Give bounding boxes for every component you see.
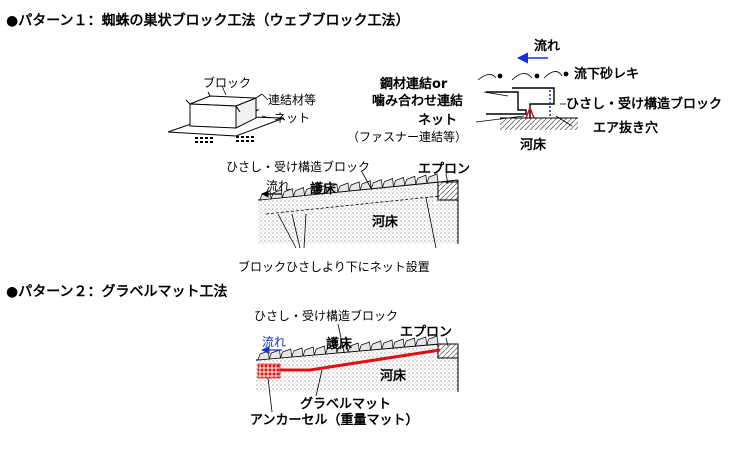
section1-flow-label: 流れ — [266, 179, 290, 193]
iso-connector-label: 連結材等 — [268, 93, 316, 107]
pattern1-block — [303, 185, 317, 196]
detail-fastener-label: （ファスナー連結等） — [347, 130, 467, 144]
iso-net-label: ネット — [274, 111, 310, 125]
section1-apron-label: エプロン — [418, 162, 470, 177]
pattern2-block — [336, 343, 349, 354]
pattern1-block — [426, 173, 439, 184]
section2-flow-label: 流れ — [262, 335, 286, 349]
pattern2-block — [392, 338, 405, 349]
pattern1-block — [415, 174, 428, 185]
pattern2-block — [324, 344, 338, 355]
pattern1-block — [370, 179, 383, 190]
pattern1-block — [315, 184, 328, 195]
pattern2-block — [414, 336, 428, 347]
pattern2-blocks — [257, 335, 439, 361]
pattern1-block — [326, 183, 339, 194]
pattern1-block — [292, 187, 305, 198]
pattern1-block — [281, 188, 294, 199]
pattern2-block — [369, 340, 383, 351]
section2-riverbed-label: 河床 — [380, 368, 407, 384]
pattern1-block — [404, 175, 417, 186]
detail-flow-label: 流れ — [534, 38, 560, 54]
section2-bed-protection-label: 護床 — [326, 336, 353, 352]
section2-anchor-label: アンカーセル（重量マット） — [250, 412, 418, 428]
detail-steel-label-1: 鋼材連結or — [379, 76, 448, 92]
pattern2-block — [403, 337, 416, 348]
section1-riverbed-label: 河床 — [372, 214, 399, 230]
iso-block-label: ブロック — [203, 75, 251, 90]
section2-apron-label: エプロン — [400, 325, 452, 340]
pattern2-block — [358, 341, 371, 352]
pattern2-block — [347, 342, 360, 353]
pattern1-title: ●パターン１：蜘蛛の巣状ブロック工法（ウェブブロック工法） — [6, 12, 410, 29]
pattern1-block — [392, 176, 406, 187]
pattern2-block — [426, 335, 439, 346]
pattern2-title: ●パターン２：グラベルマット工法 — [6, 283, 228, 300]
pattern2-block — [302, 346, 315, 357]
detail-gravel-label: 流下砂レキ — [574, 66, 639, 82]
pattern2-block — [279, 348, 293, 359]
pattern2-cross-section — [255, 323, 459, 413]
pattern2-block — [381, 339, 394, 350]
pattern1-block — [337, 182, 350, 193]
section1-net-note: ブロックひさしより下にネット設置 — [238, 259, 430, 274]
pattern1-blocks — [259, 173, 439, 201]
detail-riverbed-label: 河床 — [520, 137, 547, 153]
pattern2-block — [313, 345, 326, 356]
pattern2-block — [257, 350, 270, 361]
iso-block-illustration — [167, 85, 285, 143]
section2-gravel-mat-label: グラベルマット — [300, 396, 391, 412]
section2-eave-block-label: ひさし・受け構造ブロック — [254, 308, 398, 323]
detail-eave-block-label: ひさし・受け構造ブロック — [566, 96, 722, 112]
detail-net-label: ネット — [418, 113, 457, 128]
pattern2-block — [291, 347, 304, 358]
section1-eave-block-label: ひさし・受け構造ブロック — [226, 159, 370, 174]
pattern1-block — [348, 181, 361, 192]
eave-joint-detail — [475, 52, 578, 130]
pattern1-block — [381, 178, 394, 189]
detail-steel-label-2: 噛み合わせ連結 — [372, 93, 463, 109]
pattern1-cross-section — [257, 171, 459, 249]
detail-air-hole-label: エア抜き穴 — [593, 120, 658, 136]
section1-bed-protection-label: 護床 — [310, 181, 337, 197]
pattern2-block — [268, 349, 281, 360]
